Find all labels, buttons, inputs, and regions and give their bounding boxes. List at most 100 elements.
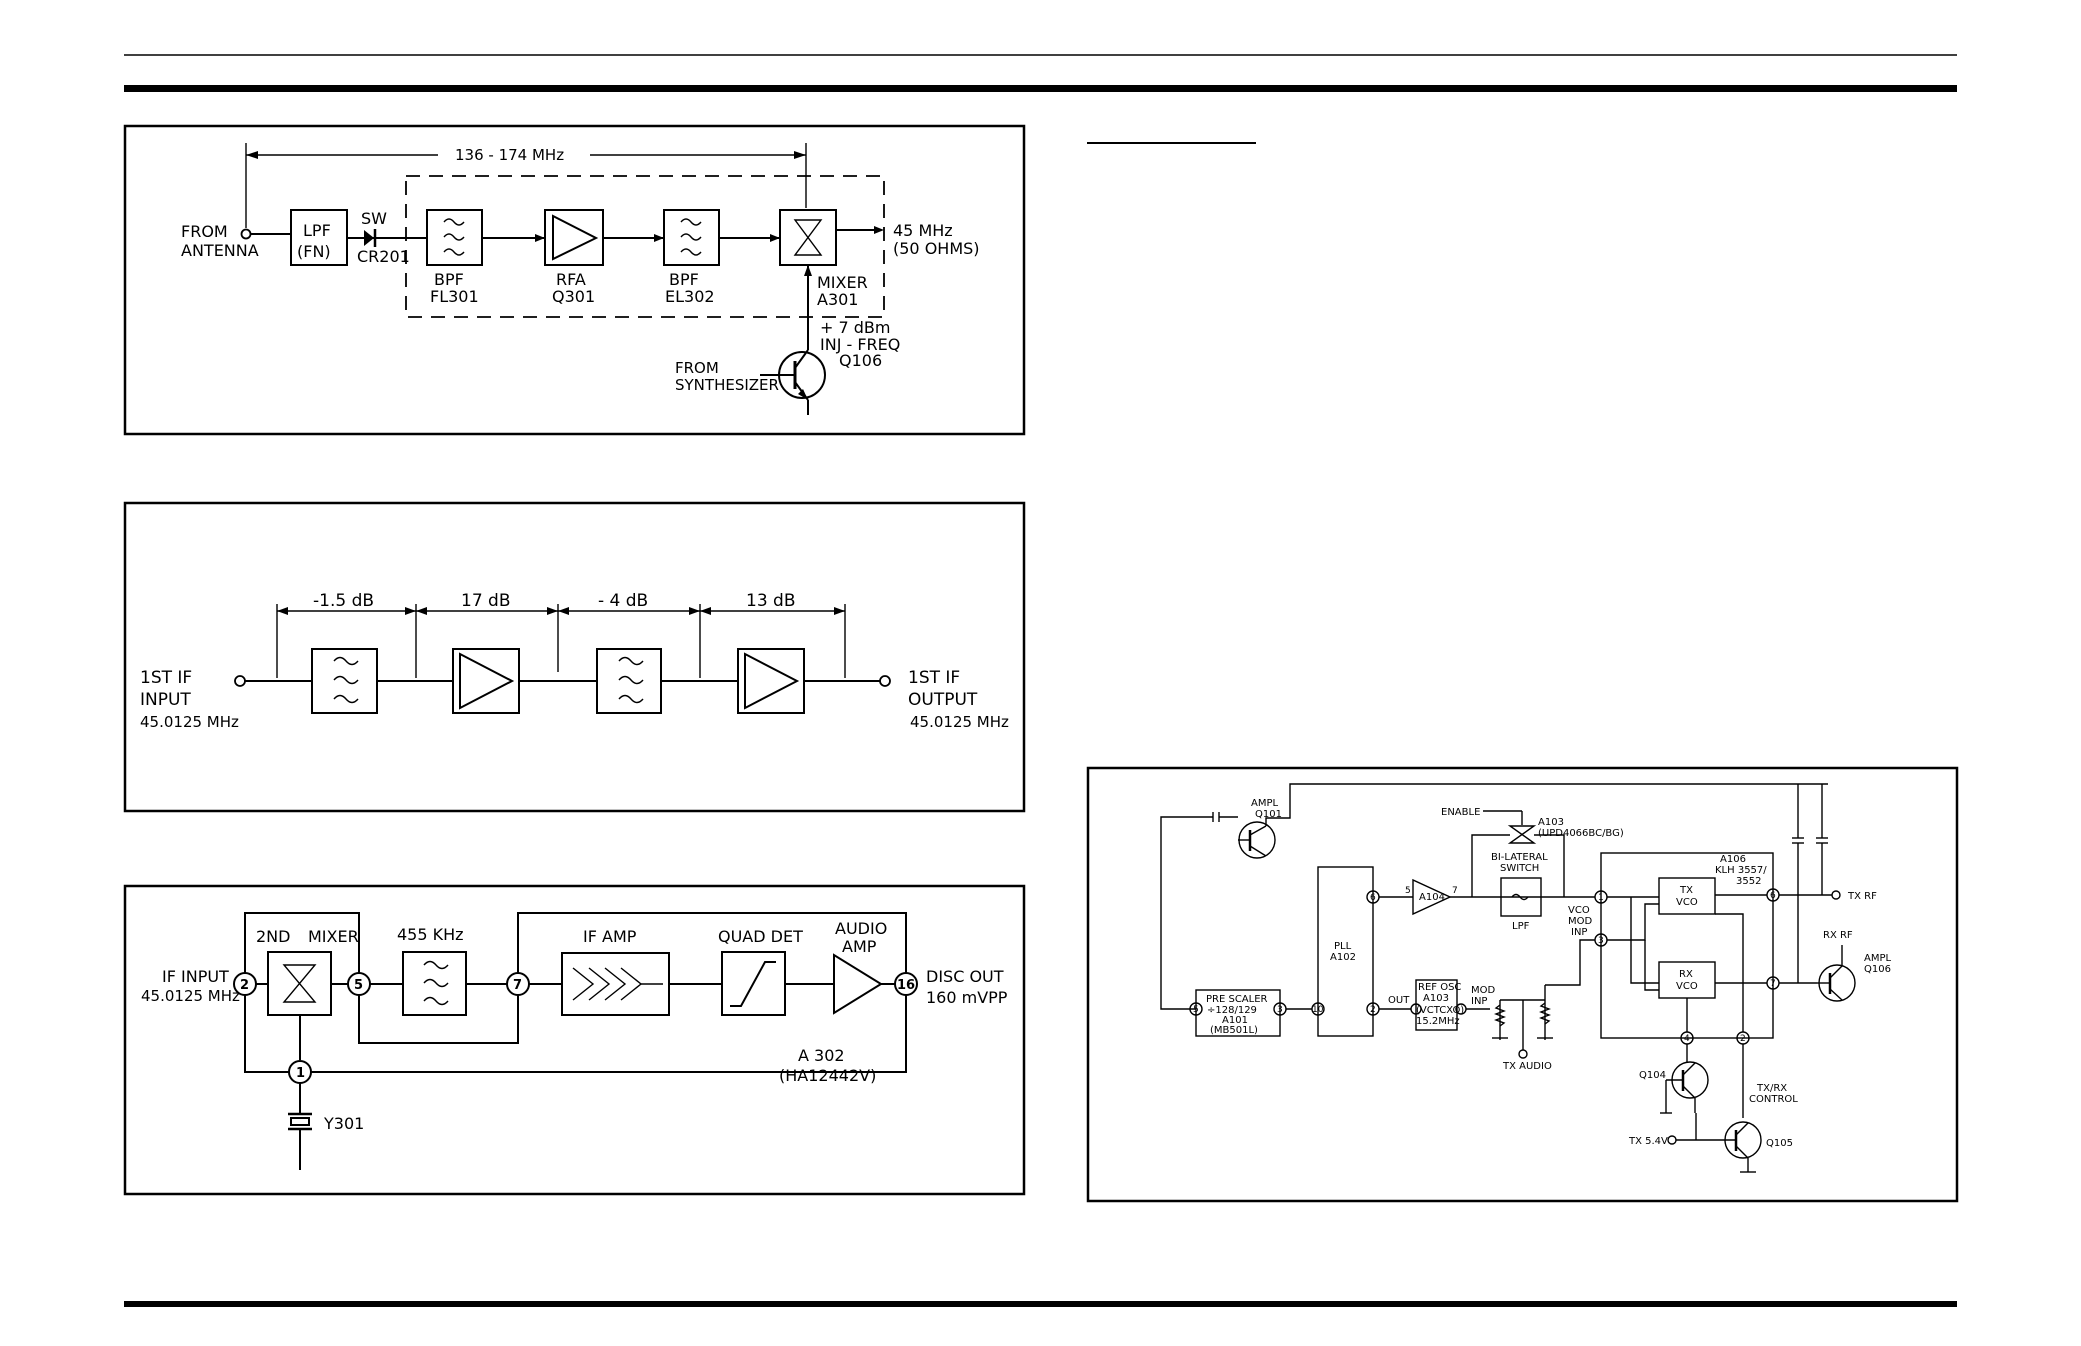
- txrx-control-label: TX/RX: [1756, 1083, 1787, 1094]
- svg-text:MOD: MOD: [1568, 916, 1592, 927]
- bandpass-filter-icon: [423, 960, 449, 1006]
- if-amp-label: IF AMP: [583, 927, 637, 946]
- discriminator-icon: [730, 961, 776, 1007]
- svg-text:45.0125 MHz: 45.0125 MHz: [141, 987, 240, 1005]
- pin-label: 6: [1770, 891, 1776, 901]
- svg-text:A102: A102: [1330, 952, 1356, 963]
- frontend-module-outline: [405, 175, 885, 318]
- svg-text:15.2MHz: 15.2MHz: [1416, 1016, 1460, 1027]
- svg-text:INP: INP: [1571, 927, 1587, 938]
- a103-switch-label: A103: [1538, 817, 1564, 828]
- svg-text:SYNTHESIZER: SYNTHESIZER: [675, 376, 779, 394]
- rx-rf-label: RX RF: [1823, 930, 1853, 941]
- gain-label: 17 dB: [461, 591, 511, 611]
- frontend-frame: [123, 124, 1026, 436]
- amplifier-icon: [552, 214, 599, 261]
- lowpass-filter-icon: [1511, 893, 1529, 901]
- enable-label: ENABLE: [1441, 807, 1480, 818]
- if-input-2-label: IF INPUT: [162, 967, 229, 986]
- svg-text:7: 7: [1452, 886, 1458, 896]
- audio-amp-label: AUDIO: [835, 919, 887, 938]
- bilateral-switch-label: BI-LATERAL: [1491, 852, 1548, 863]
- pin-label: 16: [897, 978, 915, 993]
- pin-label: 1: [296, 1066, 305, 1081]
- svg-text:3552: 3552: [1736, 876, 1761, 887]
- svg-text:MIXER: MIXER: [308, 927, 359, 946]
- if-output-label: 1ST IF: [908, 668, 960, 688]
- gain-label: 13 dB: [746, 591, 796, 611]
- bilateral-switch-icon: [1507, 825, 1537, 844]
- amplifier-icon: [744, 652, 800, 710]
- svg-text:(VCTCXO): (VCTCXO): [1416, 1005, 1464, 1016]
- svg-text:(HA12442V): (HA12442V): [779, 1066, 876, 1085]
- frontend-block-diagram: 136 - 174 MHz FROM ANTENNA LPF (FN) SW C…: [123, 124, 1026, 436]
- sw-label: SW: [361, 209, 387, 228]
- ampl-q101-label: AMPL: [1251, 798, 1278, 809]
- limiter-amp-icon: [572, 967, 663, 1001]
- pin-label: 7: [1770, 979, 1776, 989]
- freq-range-label: 136 - 174 MHz: [455, 146, 564, 164]
- svg-text:160 mVPP: 160 mVPP: [926, 988, 1008, 1007]
- tx-rf-label: TX RF: [1847, 891, 1877, 902]
- svg-text:INPUT: INPUT: [140, 690, 191, 710]
- injection-label: + 7 dBm: [820, 318, 890, 337]
- filter-455-label: 455 KHz: [397, 925, 464, 944]
- tx-vco-block: [1658, 877, 1716, 915]
- mixer-icon: [793, 219, 823, 256]
- tx-audio-label: TX AUDIO: [1502, 1061, 1552, 1072]
- pll-a102-block: [1317, 866, 1374, 1037]
- svg-text:A103: A103: [1423, 993, 1449, 1004]
- svg-text:(MB501L): (MB501L): [1210, 1025, 1258, 1036]
- svg-text:BPF: BPF: [669, 270, 699, 289]
- tx-5v-label: TX 5.4V: [1628, 1136, 1668, 1147]
- svg-text:RFA: RFA: [556, 270, 586, 289]
- second-if-frame: [123, 884, 1026, 1196]
- y301-label: Y301: [323, 1114, 364, 1133]
- a302-label: A 302: [798, 1046, 845, 1065]
- svg-text:A101: A101: [1222, 1015, 1248, 1026]
- pin-label: 4: [1684, 1034, 1690, 1044]
- svg-text:VCO: VCO: [1676, 981, 1698, 992]
- pin-label: 10: [1312, 1005, 1324, 1015]
- from-synthesizer-label: FROM: [675, 359, 719, 377]
- vco-mod-inp-label: VCO: [1568, 905, 1590, 916]
- svg-text:Q301: Q301: [552, 287, 595, 306]
- bandpass-filter-icon: [443, 218, 465, 256]
- disc-out-label: DISC OUT: [926, 967, 1004, 986]
- a106-label: A106: [1720, 854, 1746, 865]
- cr201-label: CR201: [357, 247, 410, 266]
- svg-text:REF OSC: REF OSC: [1418, 982, 1461, 993]
- pin-label: 2: [1370, 1005, 1376, 1015]
- audio-amp-icon: [833, 953, 883, 1015]
- svg-text:TX: TX: [1679, 885, 1693, 896]
- if-amp-block: [737, 648, 805, 714]
- svg-text:LPF: LPF: [1512, 921, 1530, 932]
- footer-thick-rule: [124, 1301, 1957, 1307]
- svg-text:INP: INP: [1471, 996, 1487, 1007]
- mixer-icon: [282, 964, 317, 1003]
- bandpass-filter-icon: [680, 218, 702, 256]
- svg-text:45.0125 MHz: 45.0125 MHz: [140, 713, 239, 731]
- svg-text:ANTENNA: ANTENNA: [181, 241, 259, 260]
- bandpass-filter-icon: [333, 656, 359, 704]
- if-input-label: 1ST IF: [140, 668, 192, 688]
- svg-text:LPF: LPF: [303, 221, 331, 240]
- pin-label: 7: [513, 978, 522, 993]
- pin-label: 6: [1370, 893, 1376, 903]
- svg-text:45.0125 MHz: 45.0125 MHz: [910, 713, 1009, 731]
- svg-text:VCO: VCO: [1676, 897, 1698, 908]
- potentiometer-icon: [1539, 1002, 1551, 1025]
- svg-text:(50 OHMS): (50 OHMS): [893, 239, 980, 258]
- svg-text:INJ - FREQ: INJ - FREQ: [820, 335, 900, 354]
- svg-text:AMP: AMP: [842, 937, 877, 956]
- svg-text:5: 5: [1405, 886, 1411, 896]
- svg-text:OUTPUT: OUTPUT: [908, 690, 978, 710]
- q104-label: Q104: [1639, 1070, 1666, 1081]
- svg-text:A301: A301: [817, 290, 858, 309]
- svg-text:÷128/129: ÷128/129: [1207, 1005, 1257, 1016]
- gain-label: - 4 dB: [598, 591, 648, 611]
- gain-label: -1.5 dB: [313, 591, 374, 611]
- second-if-block-diagram: 2ND MIXER IF INPUT 45.0125 MHz 2 5 455 K…: [123, 884, 1026, 1196]
- potentiometer-icon: [1494, 1004, 1506, 1027]
